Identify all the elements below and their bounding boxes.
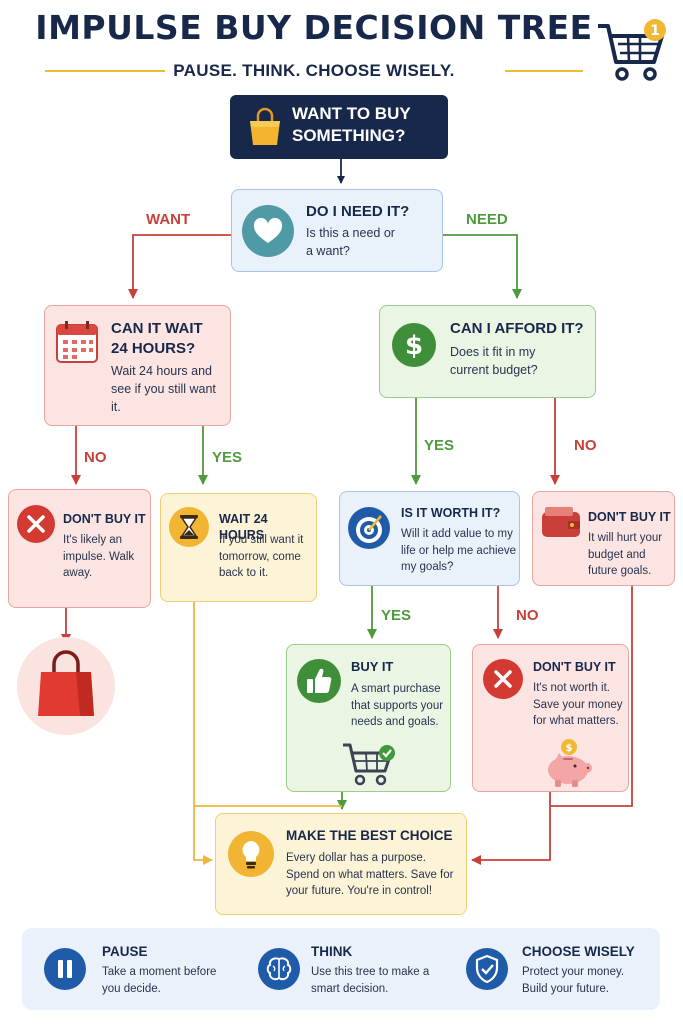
node-start: WANT TO BUY SOMETHING? [230, 95, 448, 159]
node-dont-buy-worth: DON'T BUY IT It's not worth it. Save you… [472, 644, 629, 792]
cart-check-icon [343, 743, 395, 786]
node-wait-text: Wait 24 hours and see if you still want … [111, 364, 216, 415]
shopping-cart-logo-icon: 1 [598, 19, 666, 81]
node-dont-buy-budget-text: It will hurt your budget and future goal… [588, 532, 663, 578]
node-best-choice: MAKE THE BEST CHOICE Every dollar has a … [215, 813, 467, 915]
node-wait: CAN IT WAIT 24 HOURS? Wait 24 hours and … [44, 305, 231, 426]
target-icon [348, 507, 390, 549]
node-dont-buy-impulse-title: DON'T BUY IT [63, 512, 146, 526]
edge-label-worth-no: NO [516, 607, 539, 624]
node-wait-24-title: WAIT 24 HOURS [219, 512, 268, 543]
node-best-choice-text: Every dollar has a purpose. Spend on wha… [286, 852, 454, 898]
brain-icon [258, 948, 300, 990]
piggy-bank-icon: $ [548, 739, 592, 787]
node-worth: IS IT WORTH IT? Will it add value to my … [339, 491, 520, 586]
title-divider-left [45, 70, 165, 72]
node-need-title: DO I NEED IT? [306, 203, 410, 220]
edge-label-need: NEED [466, 211, 508, 228]
wallet-icon [542, 507, 580, 537]
node-dont-buy-worth-title: DON'T BUY IT [533, 660, 616, 674]
node-best-choice-title: MAKE THE BEST CHOICE [286, 828, 453, 843]
node-need-text: Is this a need or a want? [306, 226, 395, 259]
cart-badge-count: 1 [650, 23, 660, 39]
thumbs-up-icon [297, 659, 341, 703]
footer-tips: PAUSE Take a moment before you decide. T… [22, 928, 660, 1010]
node-buy-text: A smart purchase that supports your need… [351, 683, 444, 729]
node-wait-24: WAIT 24 HOURS If you still want it tomor… [160, 493, 317, 602]
node-buy: BUY IT A smart purchase that supports yo… [286, 644, 451, 792]
node-worth-text: Will it add value to my life or help me … [401, 528, 517, 574]
edge-label-afford-yes: YES [424, 437, 455, 454]
node-afford: $ CAN I AFFORD IT? Does it fit in my cur… [379, 305, 596, 398]
footer-pause-text: Take a moment before you decide. [102, 966, 217, 996]
edge-label-wait-yes: YES [212, 449, 243, 466]
node-need: DO I NEED IT? Is this a need or a want? [231, 189, 443, 272]
footer-choose-title: CHOOSE WISELY [522, 944, 635, 959]
node-dont-buy-impulse: DON'T BUY IT It's likely an impulse. Wal… [8, 489, 151, 608]
shield-check-icon [466, 948, 508, 990]
node-buy-title: BUY IT [351, 659, 394, 674]
node-afford-title: CAN I AFFORD IT? [450, 320, 584, 337]
shopping-bag-icon [250, 107, 280, 145]
title-divider-right [505, 70, 583, 72]
page-subtitle: PAUSE. THINK. CHOOSE WISELY. [173, 61, 455, 80]
lightbulb-icon [228, 831, 274, 877]
node-wait-title: CAN IT WAIT 24 HOURS? [111, 320, 203, 357]
footer-think-text: Use this tree to make a smart decision. [311, 966, 430, 996]
node-wait-24-text: If you still want it tomorrow, come back… [219, 534, 304, 580]
edge-label-want: WANT [146, 211, 191, 228]
edge-label-wait-no: NO [84, 449, 107, 466]
page-title: IMPULSE BUY DECISION TREE [35, 8, 593, 47]
dollar-icon: $ [392, 323, 436, 367]
node-worth-title: IS IT WORTH IT? [401, 506, 501, 520]
edge-label-afford-no: NO [574, 437, 597, 454]
svg-text:$: $ [405, 331, 423, 361]
heart-icon [242, 205, 294, 257]
footer-think-title: THINK [311, 944, 353, 959]
svg-text:$: $ [566, 743, 573, 754]
x-close-icon [483, 659, 523, 699]
node-start-title: WANT TO BUY SOMETHING? [292, 104, 411, 146]
node-afford-text: Does it fit in my current budget? [450, 345, 538, 378]
calendar-icon [56, 321, 98, 363]
pause-icon [44, 948, 86, 990]
x-close-icon [17, 505, 55, 543]
footer-choose-text: Protect your money. Build your future. [522, 966, 625, 996]
hourglass-icon [169, 507, 209, 547]
node-dont-buy-worth-text: It's not worth it. Save your money for w… [533, 682, 623, 728]
edge-label-worth-yes: YES [381, 607, 412, 624]
red-shopping-bag-icon [17, 637, 115, 735]
node-dont-buy-budget-title: DON'T BUY IT [588, 510, 671, 524]
node-dont-buy-budget: DON'T BUY IT It will hurt your budget an… [532, 491, 675, 586]
node-dont-buy-impulse-text: It's likely an impulse. Walk away. [63, 534, 135, 580]
footer-pause-title: PAUSE [102, 944, 148, 959]
